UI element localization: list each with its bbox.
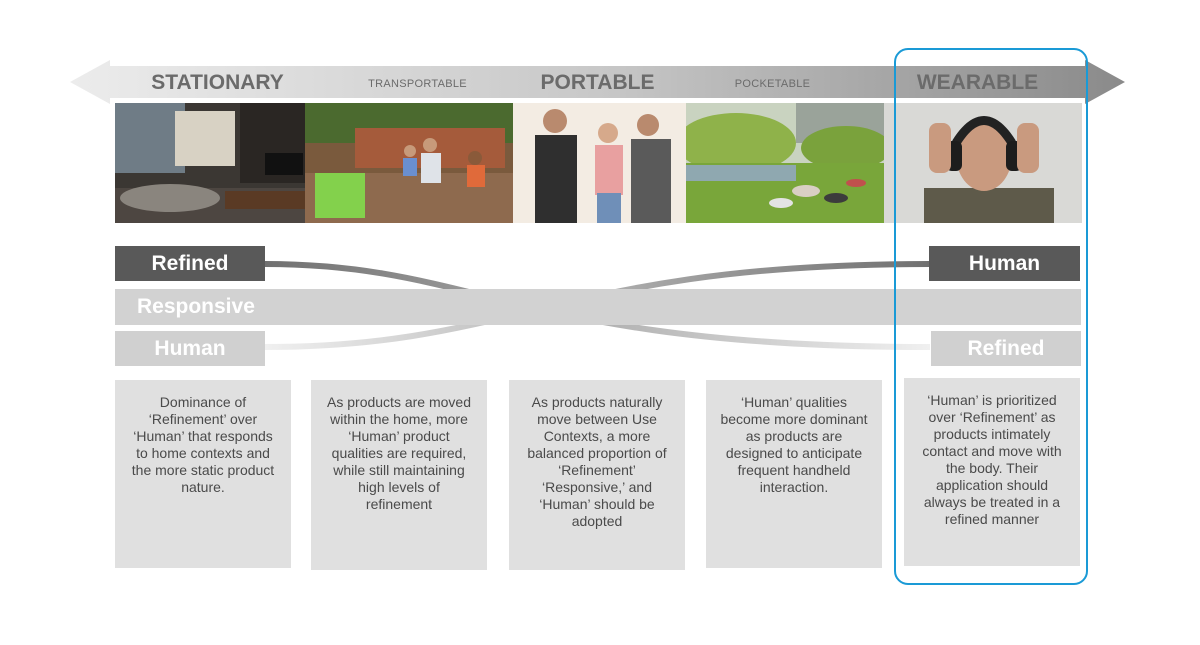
description-portable: As products naturally move between Use C…: [509, 380, 685, 570]
scale-arrow: [70, 60, 1125, 104]
right-bar-refined-label: Refined: [967, 336, 1045, 360]
responsive-bar: Responsive: [115, 289, 1081, 325]
wearable-highlight-frame: [894, 48, 1088, 585]
park-lawn-photo: [686, 103, 884, 223]
man-headphones-photo: [884, 103, 1082, 223]
description-pocketable: ‘Human’ qualities become more dominant a…: [706, 380, 882, 568]
patio-family-photo: [305, 103, 513, 223]
right-bar-refined: Refined: [931, 331, 1081, 366]
left-bar-refined: Refined: [115, 246, 265, 281]
category-portable: PORTABLE: [540, 71, 655, 94]
description-wearable: ‘Human’ is prioritized over ‘Refinement’…: [904, 378, 1080, 566]
category-wearable: WEARABLE: [916, 71, 1039, 94]
living-room-photo: [115, 103, 305, 223]
category-stationary: STATIONARY: [151, 71, 284, 94]
category-transportable: TRANSPORTABLE: [368, 78, 467, 90]
left-bar-human: Human: [115, 331, 265, 366]
right-bar-human-label: Human: [968, 251, 1041, 275]
description-transportable: As products are moved within the home, m…: [311, 380, 487, 570]
description-stationary: Dominance of ‘Refinement’ over ‘Human’ t…: [115, 380, 291, 568]
friends-walking-photo: [513, 103, 686, 223]
right-bar-human: Human: [929, 246, 1080, 281]
left-bar-refined-label: Refined: [151, 251, 229, 275]
category-pocketable: POCKETABLE: [734, 78, 811, 90]
left-bar-human-label: Human: [154, 336, 226, 360]
responsive-label: Responsive: [137, 295, 255, 318]
